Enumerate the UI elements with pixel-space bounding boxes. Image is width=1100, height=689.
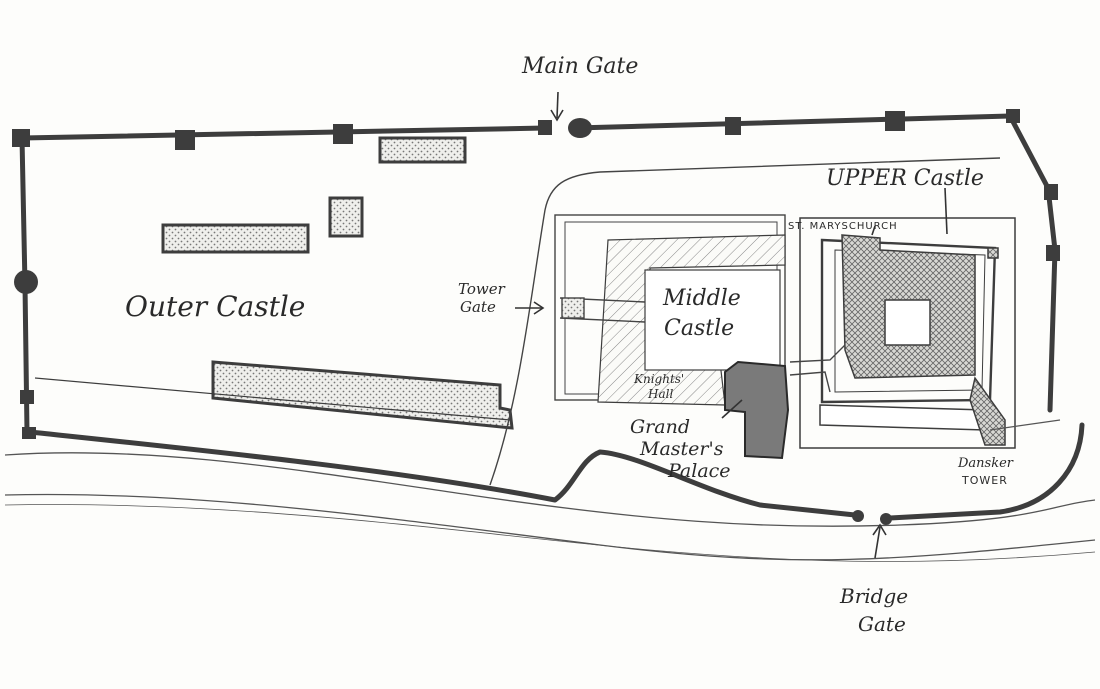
dansker-tower-label-1: Dansker — [958, 456, 1014, 471]
tower-gate-label-2: Gate — [460, 298, 496, 316]
knights-hall-label-1: Knights' — [634, 372, 685, 386]
middle-castle-label-1: Middle — [663, 286, 741, 311]
bridge-gate-label-1: Bridge — [840, 584, 909, 608]
bridge-gate-label-2: Gate — [858, 612, 906, 636]
knights-hall-label-2: Hall — [648, 387, 674, 401]
outer-castle-buildings — [34, 136, 514, 430]
wall-towers — [12, 109, 1060, 525]
grand-masters-palace-shape — [724, 360, 790, 460]
leader-lines — [515, 91, 948, 559]
tower-gate-label-1: Tower — [458, 280, 505, 298]
palace-corridor — [789, 344, 846, 393]
river-banks — [4, 452, 1096, 562]
outer-wall — [19, 113, 1085, 521]
dansker-tower-label-2: TOWER — [962, 474, 1008, 487]
grand-masters-palace-label-3: Palace — [668, 460, 731, 482]
middle-castle-wings — [597, 234, 786, 406]
outer-castle-label: Outer Castle — [125, 290, 306, 323]
upper-castle-label: UPPER Castle — [826, 166, 984, 191]
tower-gate-bridge — [559, 297, 646, 323]
grand-masters-palace-label-2: Master's — [640, 438, 724, 460]
grand-masters-palace-label-1: Grand — [630, 416, 690, 438]
dansker-link — [989, 419, 1061, 431]
main-gate-label: Main Gate — [522, 54, 639, 79]
middle-castle-label-2: Castle — [664, 316, 735, 341]
st-marys-church-label: ST. MARYSCHURCH — [788, 221, 898, 232]
upper-castle — [799, 217, 1016, 449]
